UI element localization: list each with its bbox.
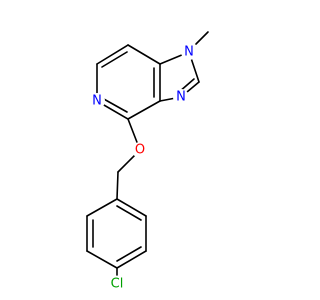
atom-n-methyl-bg: [181, 44, 197, 60]
atom-n-pyridine: N: [89, 93, 105, 109]
bond-c7-c6: [96, 44, 129, 65]
bond-c4-c3a: [127, 100, 161, 120]
atom-cl: Cl: [104, 276, 130, 293]
bond-n5-c4-double: [101, 97, 128, 113]
bond-benzene-6: [86, 198, 118, 217]
molecule-diagram: N N N O Cl: [86, 31, 209, 293]
bonds: [86, 31, 209, 276]
atom-n-pyridine-label: N: [92, 94, 102, 109]
atom-o-ether: O: [132, 142, 148, 158]
atom-labels: N N N O Cl: [89, 44, 197, 293]
bond-c7-c6-double: [101, 51, 128, 68]
bond-benzene-3: [116, 250, 147, 269]
bond-benzene-3-double: [116, 246, 142, 262]
bond-c7a-c7: [127, 44, 161, 65]
atom-cl-bg: [104, 276, 130, 293]
atom-n-imidazole: N: [173, 89, 189, 105]
atom-n-imidazole-label: N: [176, 90, 186, 105]
atom-n-methyl-label: N: [184, 45, 194, 60]
bond-benzene-4: [86, 250, 118, 269]
bond-benzene-1-double: [116, 205, 142, 221]
atom-cl-label: Cl: [111, 277, 124, 292]
bond-n1-methyl: [195, 31, 209, 45]
bond-ch2-c1prime: [116, 171, 119, 200]
atom-n-imidazole-bg: [173, 89, 189, 105]
atom-n-methyl: N: [181, 44, 197, 60]
atom-o-ether-bg: [132, 142, 148, 158]
bond-benzene-1: [116, 198, 147, 217]
atom-o-ether-label: O: [135, 143, 145, 158]
atom-n-pyridine-bg: [89, 93, 105, 109]
